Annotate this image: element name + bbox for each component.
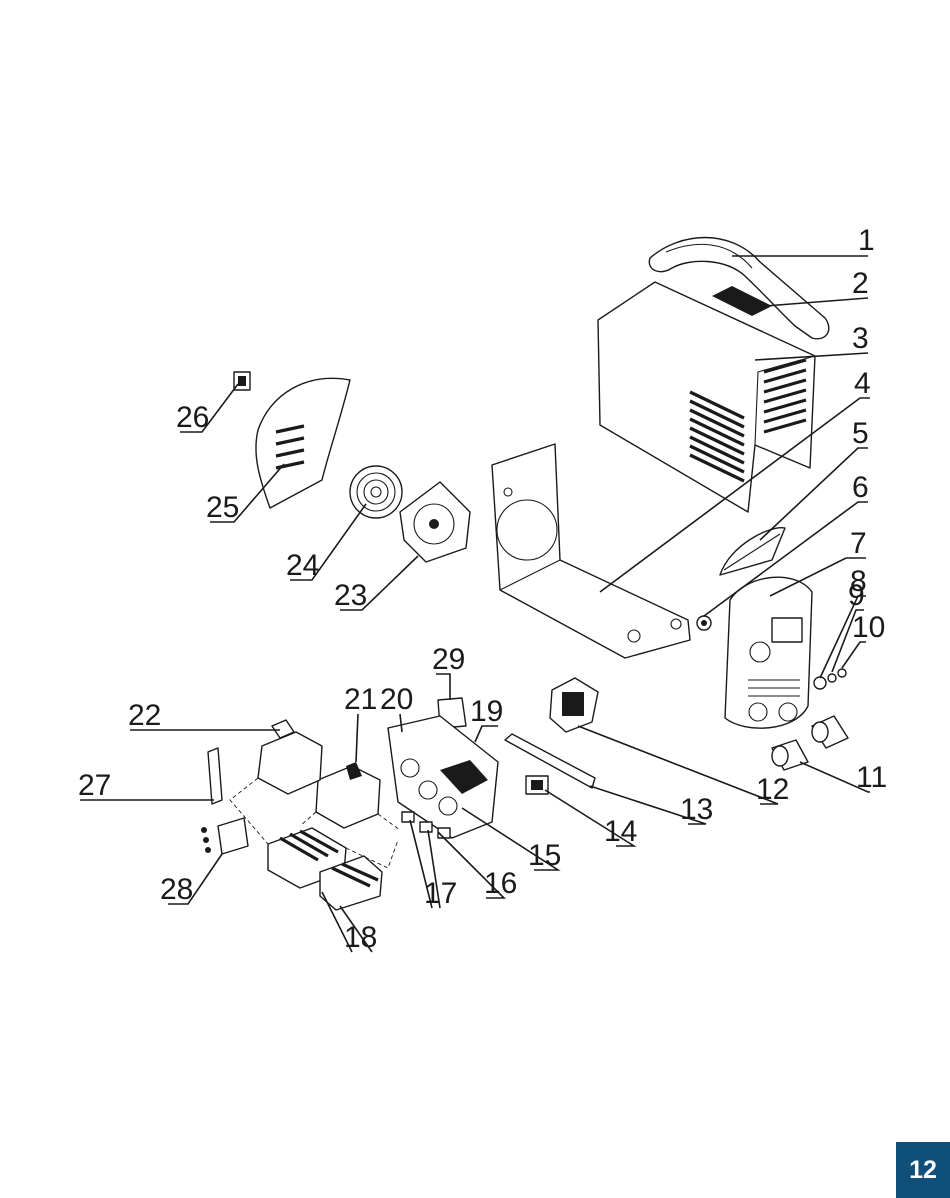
label-7: 7 [850,527,867,560]
label-1: 1 [858,224,875,257]
label-17: 17 [424,877,457,910]
label-23: 23 [334,579,367,612]
part-21-inductor [316,762,380,828]
part-4-base-chassis [492,444,690,658]
part-7-front-panel [725,577,812,728]
part-5-divider-plate [720,528,785,575]
label-14: 14 [604,815,637,848]
label-6: 6 [852,471,869,504]
label-25: 25 [206,491,239,524]
part-9-washer [828,674,836,682]
label-20: 20 [380,683,413,716]
part-25-rear-panel [256,378,350,508]
part-28-mount-plate [201,818,248,854]
label-10: 10 [852,611,885,644]
label-4: 4 [854,367,871,400]
part-22-transformer [258,720,322,794]
page-number: 12 [909,1156,937,1185]
part-15-relay [526,776,548,794]
label-5: 5 [852,417,869,450]
part-24-fan-guard [350,466,402,518]
part-11-output-socket [812,716,848,748]
label-28: 28 [160,873,193,906]
part-13-transformer [550,678,598,732]
part-27-vertical-bracket [208,748,222,804]
part-3-housing-cover [598,282,815,512]
label-13: 13 [680,793,713,826]
part-23-cooling-fan [400,482,470,562]
label-27: 27 [78,769,111,802]
label-24: 24 [286,549,319,582]
part-6-knob [697,616,711,630]
label-21: 21 [344,683,377,716]
part-8-fitting [814,677,826,689]
label-2: 2 [852,267,869,300]
label-9: 9 [848,579,865,612]
label-29: 29 [432,643,465,676]
page-number-badge: 12 [896,1142,950,1198]
part-14-bracket [505,734,595,788]
part-10-nut [838,669,846,677]
label-3: 3 [852,322,869,355]
label-18: 18 [344,921,377,954]
label-16: 16 [484,867,517,900]
part-12-output-socket [772,740,808,770]
label-19: 19 [470,695,503,728]
label-12: 12 [756,773,789,806]
label-15: 15 [528,839,561,872]
label-26: 26 [176,401,209,434]
label-11: 11 [856,761,887,794]
label-22: 22 [128,699,161,732]
